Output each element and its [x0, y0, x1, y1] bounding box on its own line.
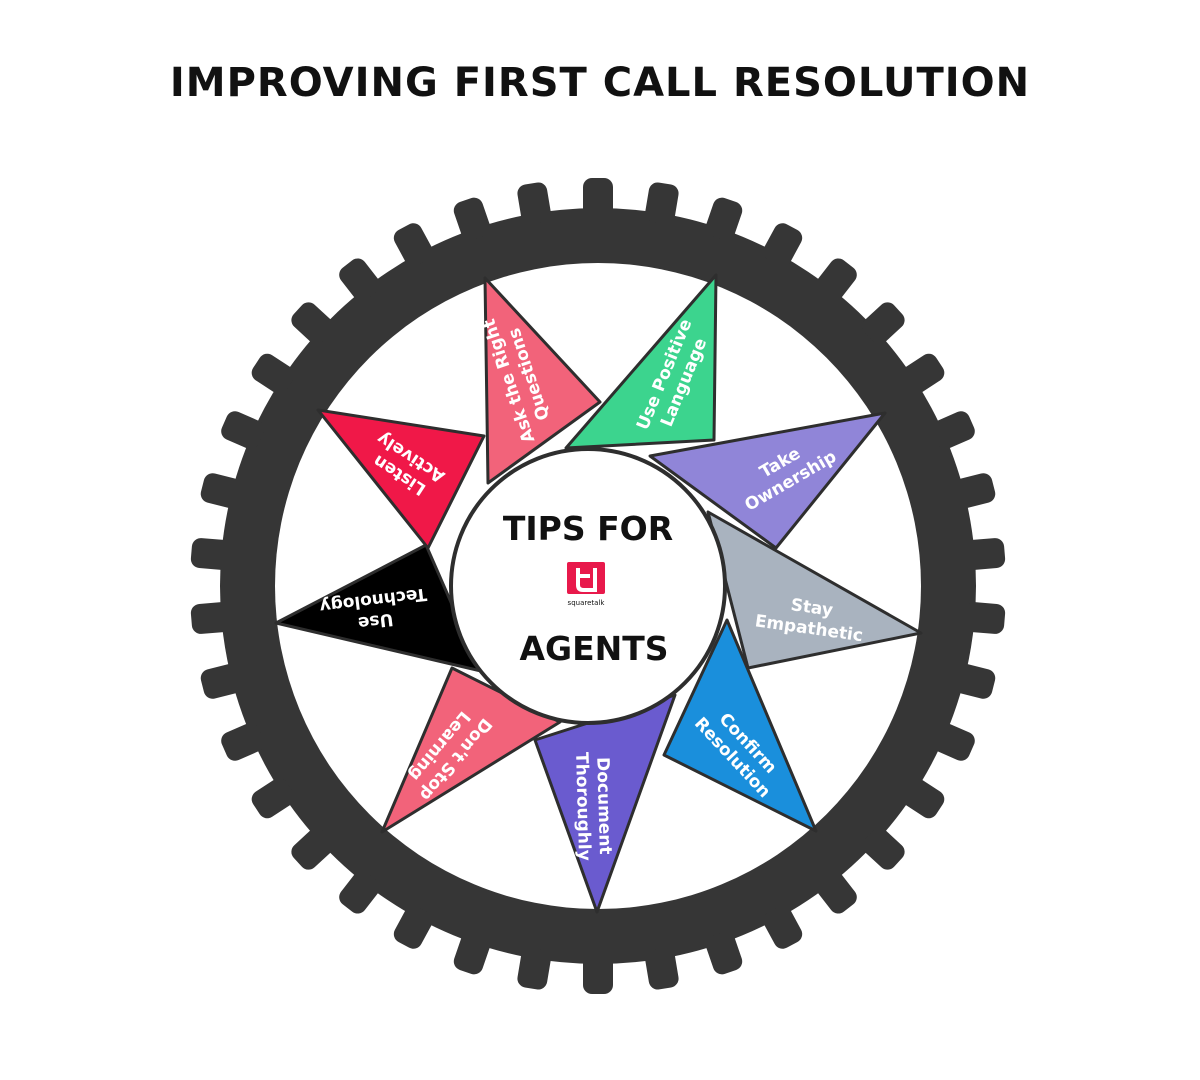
tire-tread [645, 947, 679, 990]
hub-title-line1: TIPS FOR [503, 509, 673, 548]
spoke-label-document-thoroughly: DocumentThoroughly [571, 751, 615, 861]
hub-title-line2: AGENTS [519, 629, 668, 668]
tire-tread [393, 905, 433, 949]
tire-tread [964, 538, 1006, 570]
tire-tread [453, 931, 491, 975]
tire-tread [862, 302, 905, 345]
tire-tread [862, 827, 905, 870]
tire-tread [763, 223, 803, 267]
spoke-use-positive-language [564, 273, 718, 450]
tire-tread [815, 870, 857, 914]
spoke-stay-empathetic [706, 510, 923, 670]
tire-tread [200, 663, 244, 699]
tire-tread [964, 602, 1006, 634]
tire-tread [453, 197, 491, 241]
spoke-listen-actively [316, 408, 486, 550]
tire-tread [901, 778, 945, 819]
page-title: IMPROVING FIRST CALL RESOLUTION [169, 60, 1031, 106]
tire-tread [931, 411, 975, 450]
tire-tread [583, 954, 613, 994]
tire-tread [339, 258, 381, 302]
tire-tread [952, 473, 996, 509]
tire-tread [952, 663, 996, 699]
spoke-ask-the-right-questions [483, 276, 602, 485]
tire-tread [200, 473, 244, 509]
logo-letter-t [576, 568, 597, 592]
tire-tread [251, 353, 295, 394]
tire-tread [190, 538, 232, 570]
hub: TIPS FOR squaretalk AGENTS [449, 447, 727, 725]
tire-tread [763, 905, 803, 949]
tire-tread [705, 197, 743, 241]
tire-tread [583, 178, 613, 218]
logo-caption: squaretalk [568, 599, 606, 607]
spoke-take-ownership [648, 411, 887, 550]
spoke-confirm-resolution [662, 618, 818, 833]
squaretalk-logo: squaretalk [567, 562, 605, 607]
tire-tread [221, 722, 265, 761]
tire-tread [931, 722, 975, 761]
tire-tread [190, 602, 232, 634]
tire-tread [291, 302, 334, 345]
tire-tread [339, 870, 381, 914]
tire-tread [291, 827, 334, 870]
tire-tread [251, 778, 295, 819]
tire-tread [517, 947, 551, 990]
tire-tread [221, 411, 265, 450]
tire-tread [645, 182, 679, 225]
tire-tread [901, 353, 945, 394]
tire-tread [705, 931, 743, 975]
tire-tread [815, 258, 857, 302]
tire-tread [393, 223, 433, 267]
tire-tread [517, 182, 551, 225]
